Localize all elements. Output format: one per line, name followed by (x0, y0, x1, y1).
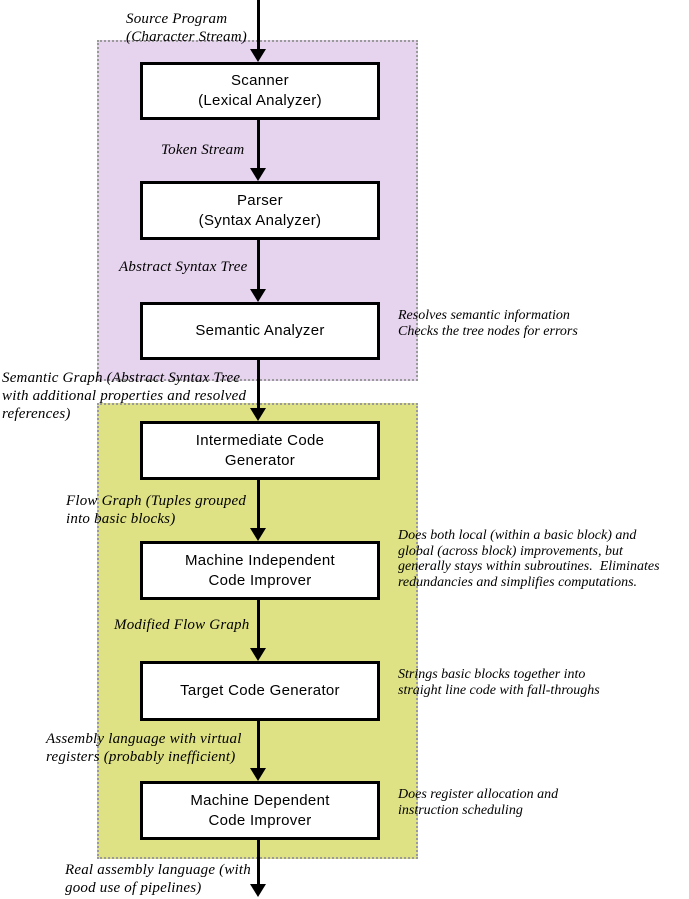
arrow-scanner-to-parser (257, 120, 260, 169)
node-semantic-analyzer: Semantic Analyzer (140, 302, 380, 360)
annotation-semantic-analyzer: Resolves semantic information Checks the… (398, 308, 578, 339)
node-machine-dependent-code-improver: Machine Dependent Code Improver (140, 781, 380, 840)
annotation-machine-dependent-improver: Does register allocation and instruction… (398, 787, 559, 818)
node-machine-independent-code-improver: Machine Independent Code Improver (140, 541, 380, 600)
edge-label-source-program: Source Program (Character Stream) (126, 11, 247, 45)
node-intermediate-code-generator: Intermediate Code Generator (140, 421, 380, 480)
arrowhead-icon (250, 168, 266, 181)
arrowhead-icon (250, 289, 266, 302)
edge-label-semantic-graph: Semantic Graph (Abstract Syntax Tree wit… (2, 370, 247, 422)
edge-label-abstract-syntax-tree: Abstract Syntax Tree (119, 259, 248, 275)
arrow-target-to-dependent-improver (257, 721, 260, 769)
annotation-machine-independent-improver: Does both local (within a basic block) a… (398, 528, 660, 590)
arrowhead-icon (250, 408, 266, 421)
node-parser: Parser (Syntax Analyzer) (140, 181, 380, 240)
annotation-target-code-generator: Strings basic blocks together into strai… (398, 667, 600, 698)
edge-label-token-stream: Token Stream (161, 142, 245, 158)
arrowhead-icon (250, 49, 266, 62)
edge-label-flow-graph: Flow Graph (Tuples grouped into basic bl… (66, 493, 247, 527)
arrow-semantic-to-intermediate (257, 360, 260, 409)
arrow-independent-improver-to-target (257, 600, 260, 649)
arrowhead-icon (250, 528, 266, 541)
arrowhead-icon (250, 768, 266, 781)
arrow-dependent-improver-to-output (257, 840, 260, 885)
node-scanner: Scanner (Lexical Analyzer) (140, 62, 380, 120)
arrowhead-icon (250, 648, 266, 661)
arrow-source-to-scanner (257, 0, 260, 50)
edge-label-real-assembly: Real assembly language (with good use of… (65, 862, 251, 896)
edge-label-modified-flow-graph: Modified Flow Graph (114, 617, 250, 633)
arrow-intermediate-to-independent-improver (257, 480, 260, 529)
arrowhead-icon (250, 884, 266, 897)
edge-label-assembly-virtual-registers: Assembly language with virtual registers… (46, 731, 242, 765)
arrow-parser-to-semantic (257, 240, 260, 290)
node-target-code-generator: Target Code Generator (140, 661, 380, 721)
